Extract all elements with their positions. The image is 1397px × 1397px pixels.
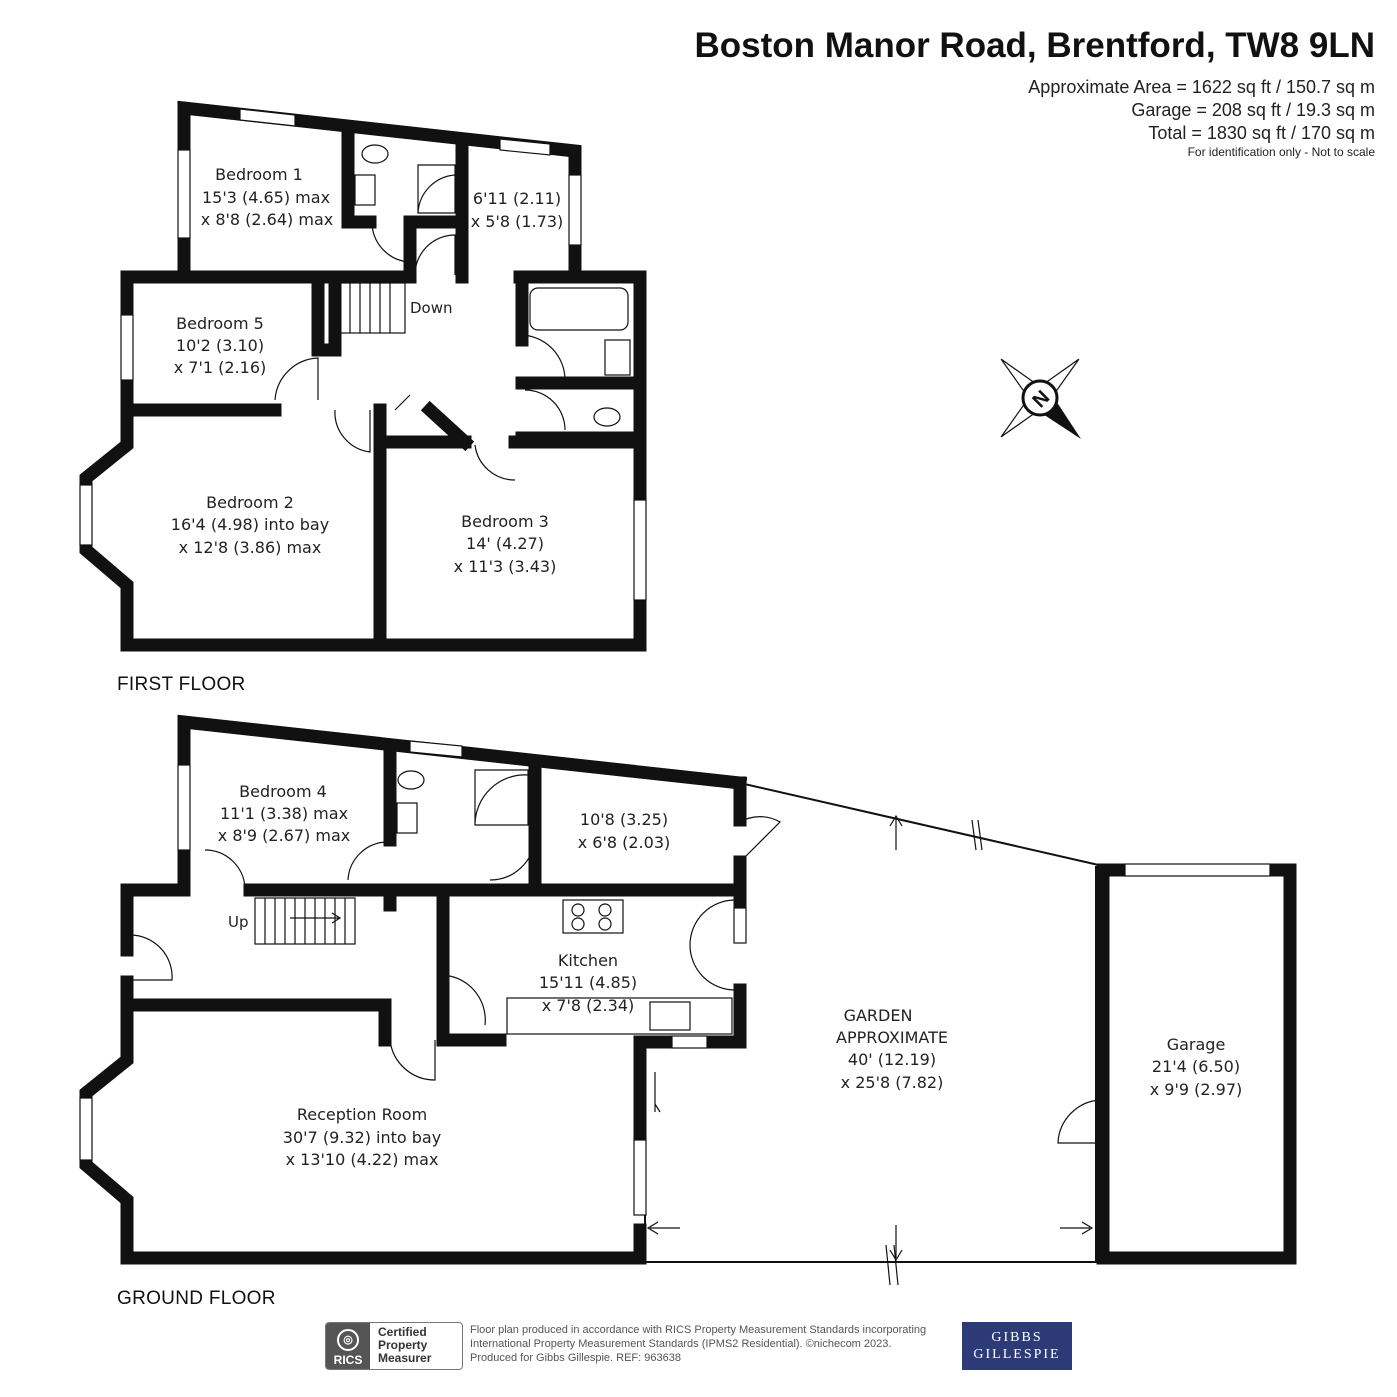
property-title: Boston Manor Road, Brentford, TW8 9LN [694, 26, 1375, 65]
window-ensuite-ground [409, 740, 463, 758]
legal-line3: Produced for Gibbs Gillespie. REF: 96363… [470, 1352, 681, 1364]
garden-dim2: x 25'8 (7.82) [841, 1073, 944, 1092]
windows [79, 108, 1271, 1216]
window-bedroom5-left [120, 314, 134, 381]
legal-notice: Floor plan produced in accordance with R… [470, 1323, 960, 1365]
bedroom3-dim1: 14' (4.27) [466, 534, 544, 553]
window-reception-right [633, 1139, 647, 1216]
bedroom3-name: Bedroom 3 [461, 512, 549, 531]
garage-name: Garage [1167, 1035, 1226, 1054]
bedroom1-name: Bedroom 1 [215, 165, 303, 184]
garden-name: GARDEN [844, 1006, 913, 1025]
shower-icon-ground [474, 769, 529, 826]
garage-dim2: x 9'9 (2.97) [1150, 1080, 1243, 1099]
footer: ◎ RICS Certified Property Measurer Floor… [325, 1322, 1075, 1370]
window-study-right [568, 174, 582, 246]
window-study-top [499, 138, 551, 156]
kitchen-name: Kitchen [558, 951, 618, 970]
bedroom4-name: Bedroom 4 [239, 782, 327, 801]
legal-line2: International Property Measurement Stand… [470, 1338, 892, 1350]
window-bedroom3-right [633, 499, 647, 601]
worktop [506, 997, 733, 1035]
wc-icon [593, 407, 621, 427]
bedroom5-name: Bedroom 5 [176, 314, 264, 333]
rics-logo: ◎ RICS [326, 1323, 370, 1369]
window-bedroom1-left [177, 149, 191, 239]
shower-icon [417, 164, 456, 214]
reception-dim1: 30'7 (9.32) into bay [283, 1128, 441, 1147]
bedroom1-dim1: 15'3 (4.65) max [202, 188, 330, 207]
utility-dim1: 10'8 (3.25) [580, 810, 668, 829]
brand-line1: GIBBS [991, 1330, 1043, 1345]
reception-name: Reception Room [297, 1105, 427, 1124]
garage-area: Garage = 208 sq ft / 19.3 sq m [1131, 100, 1375, 120]
hob-icon [562, 899, 624, 934]
utility-dim2: x 6'8 (2.03) [578, 833, 671, 852]
bedroom5-dim1: 10'2 (3.10) [176, 336, 264, 355]
toilet-icon-ground [397, 770, 425, 790]
garage-dim1: 21'4 (6.50) [1152, 1057, 1240, 1076]
legal-line1: Floor plan produced in accordance with R… [470, 1324, 927, 1336]
rics-line3: Measurer [378, 1351, 432, 1365]
door-swings [129, 221, 1101, 1144]
study-dim1: 6'11 (2.11) [473, 189, 561, 208]
staircases [254, 282, 406, 945]
bedroom5-dim2: x 7'1 (2.16) [174, 358, 267, 377]
stairs-first [339, 282, 406, 334]
bedroom1-dim2: x 8'8 (2.64) max [201, 210, 333, 229]
brand-line2: GILLESPIE [973, 1347, 1061, 1362]
gibbs-gillespie-logo: GIBBS GILLESPIE [962, 1322, 1072, 1370]
bedroom3-dim2: x 11'3 (3.43) [454, 557, 557, 576]
rics-certified-badge: ◎ RICS Certified Property Measurer [325, 1322, 463, 1370]
rics-line2: Property [378, 1338, 428, 1352]
kitchen-sink-icon [649, 1001, 691, 1031]
ground-floor-label: GROUND FLOOR [117, 1288, 276, 1309]
garage-walls [1096, 863, 1297, 1265]
bedroom4-dim2: x 8'9 (2.67) max [218, 826, 350, 845]
first-floor-outer-wall [79, 270, 647, 652]
kitchen-dim2: x 7'8 (2.34) [542, 996, 635, 1015]
window-kitchen-right [733, 907, 747, 944]
toilet-icon [361, 144, 389, 164]
approximate-area: Approximate Area = 1622 sq ft / 150.7 sq… [1028, 77, 1375, 97]
rics-line1: Certified [378, 1325, 427, 1339]
bath-icon [529, 287, 629, 331]
basin-icon [604, 339, 631, 376]
garden-dim1: 40' (12.19) [848, 1050, 936, 1069]
reception-dim2: x 13'10 (4.22) max [286, 1150, 439, 1169]
window-bay-ground [79, 1097, 93, 1161]
kitchen-dim1: 15'11 (4.85) [539, 973, 637, 992]
ground-floor-outer-wall [120, 883, 191, 957]
window-garage-top [1124, 863, 1271, 877]
window-kitchen-bottom [671, 1035, 708, 1049]
study-dim2: x 5'8 (1.73) [471, 212, 564, 231]
window-bedroom4-left [177, 764, 191, 851]
compass-icon [1000, 358, 1082, 440]
sink-icon [354, 174, 376, 206]
window-bay-first [79, 484, 93, 546]
bedroom2-dim2: x 12'8 (3.86) max [179, 538, 322, 557]
stairs-up-label: Up [228, 913, 249, 931]
sink-icon-ground [396, 802, 418, 834]
rics-emblem-icon: ◎ [337, 1329, 359, 1351]
bedroom2-dim1: 16'4 (4.98) into bay [171, 515, 329, 534]
garden-approx: APPROXIMATE [836, 1028, 948, 1047]
window-bedroom1-top [239, 108, 296, 127]
bedroom4-dim1: 11'1 (3.38) max [220, 804, 348, 823]
fixtures [354, 144, 733, 1035]
bedroom2-name: Bedroom 2 [206, 493, 294, 512]
area-summary: Approximate Area = 1622 sq ft / 150.7 sq… [1028, 76, 1375, 160]
total-area: Total = 1830 sq ft / 170 sq m [1148, 123, 1375, 143]
stairs-down-label: Down [410, 299, 453, 317]
scale-note: For identification only - Not to scale [1187, 145, 1375, 159]
first-floor-label: FIRST FLOOR [117, 674, 246, 695]
